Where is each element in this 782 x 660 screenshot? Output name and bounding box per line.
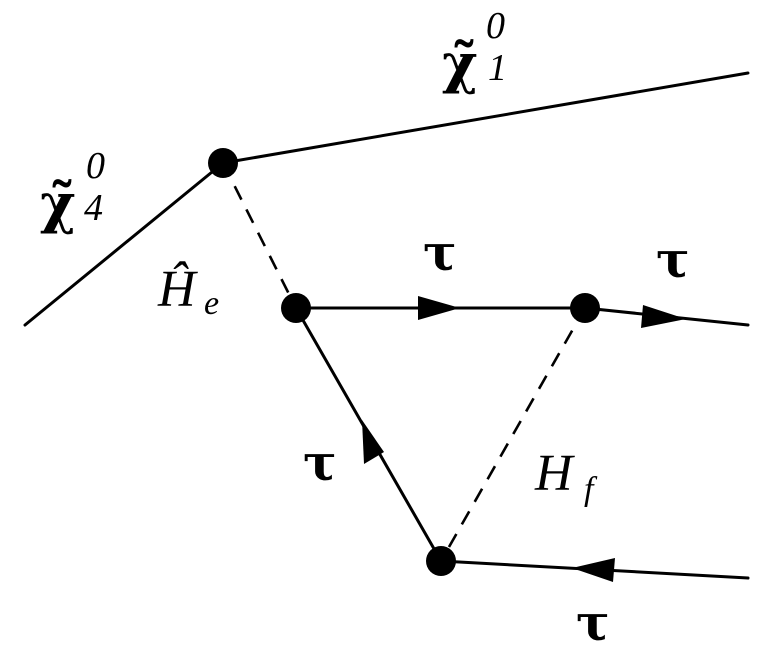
chi4-superscript: 0 <box>86 145 105 187</box>
hf-subscript: f <box>584 471 598 508</box>
chi4-subscript: 4 <box>84 187 103 229</box>
chi1-superscript: 0 <box>486 5 505 47</box>
tau-bottom-label: τ <box>576 593 610 652</box>
he-subscript: e <box>204 285 219 322</box>
tau-right-label: τ <box>656 230 690 289</box>
arrow-bottom <box>572 558 615 582</box>
hf-label: H <box>534 445 575 502</box>
arrow-left <box>362 420 384 464</box>
arrow-right <box>641 305 686 328</box>
he-propagator <box>221 162 298 309</box>
tau-left-label: τ <box>303 433 337 492</box>
chi1-line <box>221 71 750 165</box>
chi1-subscript: 1 <box>488 47 507 89</box>
vertex-bottom <box>426 546 456 576</box>
chi4-line <box>23 161 225 327</box>
chi1-label: χ̃ <box>442 31 478 95</box>
hf-propagator <box>439 307 587 562</box>
tau-top-label: τ <box>423 223 457 282</box>
vertex-right <box>570 293 600 323</box>
arrow-top <box>418 296 460 320</box>
vertex-left <box>281 293 311 323</box>
vertex-chi <box>208 148 238 178</box>
he-label: Ĥ <box>157 260 198 318</box>
chi4-label: χ̃ <box>40 171 76 235</box>
